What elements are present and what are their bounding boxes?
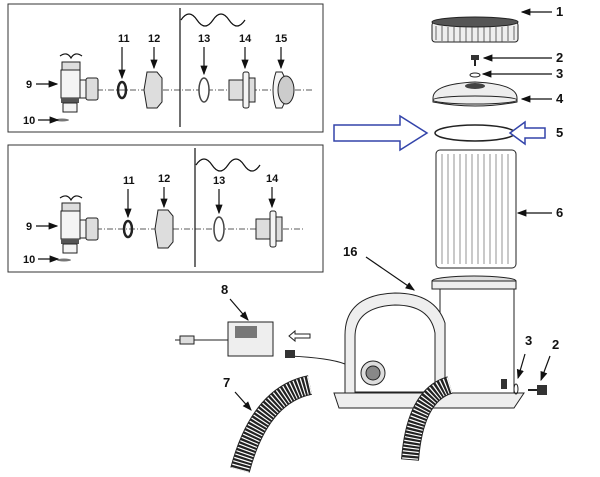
- label-9: 9: [26, 79, 32, 91]
- strainer-grid-part: [272, 71, 295, 109]
- inset-bottom: 9 10 11 12 13 14: [7, 144, 324, 273]
- filter-pump-assembly: 1 2 3 4 5 6 16 8 7 3 2: [175, 4, 564, 473]
- label-3-drain: 3: [525, 333, 532, 348]
- label-2-drain: 2: [552, 337, 559, 352]
- label-2: 2: [556, 50, 563, 65]
- label-11: 11: [118, 33, 130, 45]
- oring-part: [116, 80, 128, 100]
- label-7: 7: [223, 375, 230, 390]
- label-13: 13: [213, 175, 225, 187]
- nut-part: [154, 209, 174, 249]
- label-1: 1: [556, 4, 563, 19]
- strainer-connector-part: [255, 210, 283, 248]
- label-9: 9: [26, 221, 32, 233]
- valve-part: [59, 195, 99, 254]
- label-14: 14: [239, 33, 252, 45]
- label-4: 4: [556, 91, 564, 106]
- label-11: 11: [123, 175, 135, 187]
- cartridge-part: [435, 149, 517, 269]
- valve-part: [59, 53, 99, 113]
- insert-arrow-icon: [288, 329, 311, 343]
- inset-top: 9 10 11 12 13 14 15: [7, 3, 324, 133]
- label-6: 6: [556, 205, 563, 220]
- pump-base-part: [333, 275, 525, 409]
- cap-part: [431, 16, 519, 43]
- highlight-arrow-small-icon: [508, 120, 546, 146]
- washer-part: [213, 216, 225, 242]
- label-12: 12: [148, 33, 160, 45]
- label-16: 16: [343, 244, 357, 259]
- lid-part: [432, 81, 518, 107]
- housing-oring-part: [434, 124, 516, 142]
- label-15: 15: [275, 33, 287, 45]
- water-wave: [180, 13, 246, 27]
- label-13: 13: [198, 33, 210, 45]
- label-8: 8: [221, 282, 228, 297]
- water-wave: [195, 158, 261, 172]
- label-3: 3: [556, 66, 563, 81]
- valve-oring-part: [57, 258, 71, 262]
- label-10: 10: [23, 254, 35, 266]
- air-release-oring-part: [469, 72, 481, 78]
- air-release-valve-part: [471, 55, 479, 66]
- drain-oring-part: [513, 383, 519, 395]
- highlight-arrow-large-icon: [333, 114, 429, 152]
- hose-part: [230, 375, 313, 473]
- strainer-connector-part: [228, 71, 256, 109]
- gfci-plug-part: [175, 321, 346, 365]
- label-14: 14: [266, 173, 279, 185]
- label-5: 5: [556, 125, 563, 140]
- oring-part: [122, 219, 134, 239]
- washer-part: [198, 77, 210, 103]
- label-10: 10: [23, 115, 35, 127]
- drain-plug-part: [528, 385, 547, 395]
- nut-part: [143, 71, 163, 109]
- label-12: 12: [158, 173, 170, 185]
